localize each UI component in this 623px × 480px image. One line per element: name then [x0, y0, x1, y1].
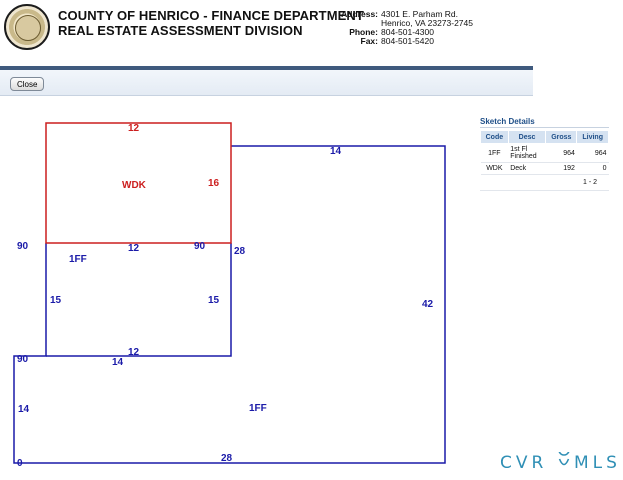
origin-zero: 0 [17, 458, 23, 469]
cell-desc: 1st Fl Finished [508, 143, 546, 163]
toolbar-stripe [0, 66, 533, 70]
cell-desc-line2: Finished [510, 153, 537, 160]
lower-angle-90: 90 [17, 354, 29, 365]
phone-value: 804-501-4300 [381, 27, 434, 37]
lower-dim-14: 14 [112, 357, 124, 368]
close-button[interactable]: Close [10, 77, 45, 91]
cell-code: 1FF [480, 143, 509, 163]
deck-area-label: WDK [122, 180, 147, 191]
deck-right-dim: 16 [208, 178, 220, 189]
table-row[interactable]: 1FF 1st Fl Finished 964 964 [480, 143, 609, 163]
col-gross[interactable]: Gross [545, 130, 578, 144]
first-floor-outline [13, 145, 446, 464]
mid-angle-90: 90 [194, 241, 206, 252]
page-header: COUNTY OF HENRICO - FINANCE DEPARTMENT R… [0, 0, 623, 60]
right-dim-28: 28 [234, 246, 246, 257]
sketch-details-table: Code Desc Gross Living 1FF 1st Fl Finish… [480, 130, 609, 175]
lower-dim-12: 12 [128, 347, 140, 358]
col-desc[interactable]: Desc [507, 130, 547, 144]
col-living[interactable]: Living [576, 130, 609, 144]
table-row[interactable]: WDK Deck 192 0 [480, 162, 609, 175]
map-pin-icon [558, 452, 570, 456]
contact-values: 4301 E. Parham Rd. Henrico, VA 23273-274… [381, 10, 473, 46]
cvrmls-watermark-text-2: MLS [574, 453, 620, 472]
county-seal-logo [4, 4, 50, 50]
bottom-dim-28: 28 [221, 453, 233, 464]
cell-code: WDK [480, 162, 509, 175]
mid-dim-12: 12 [128, 243, 140, 254]
fax-label: Fax: [360, 36, 378, 46]
cell-desc-line1: 1st Fl [510, 146, 528, 153]
cvrmls-watermark-text: CVR [500, 453, 547, 472]
map-pin-tail [558, 458, 570, 466]
left-dim-15: 15 [50, 295, 62, 306]
col-code[interactable]: Code [480, 130, 509, 144]
sketch-details-title: Sketch Details [480, 116, 609, 128]
cell-desc: Deck [508, 162, 546, 175]
left-dim-14: 14 [18, 404, 30, 415]
table-pager[interactable]: 1 - 2 [480, 175, 609, 191]
right-dim-42: 42 [422, 299, 434, 310]
division-title: REAL ESTATE ASSESSMENT DIVISION [58, 23, 303, 38]
address-line1: 4301 E. Parham Rd. [381, 9, 459, 19]
inner-dim-15: 15 [208, 295, 220, 306]
fax-value: 804-501-5420 [381, 36, 434, 46]
left-angle-90: 90 [17, 241, 29, 252]
department-title: COUNTY OF HENRICO - FINANCE DEPARTMENT [58, 8, 364, 23]
cell-living: 0 [576, 162, 609, 175]
first-floor-lower-label: 1FF [249, 403, 267, 414]
deck-top-dim: 12 [128, 123, 140, 134]
first-floor-inner-line [46, 243, 232, 357]
cell-living: 964 [576, 143, 609, 163]
sketch-details-panel: Sketch Details Code Desc Gross Living 1F… [480, 116, 609, 191]
cvrmls-watermark-logo: CVR MLS [500, 452, 620, 472]
top-right-dim: 14 [330, 146, 342, 157]
cell-gross: 192 [545, 162, 577, 175]
first-floor-upper-label: 1FF [69, 254, 87, 265]
cell-gross: 964 [545, 143, 577, 163]
contact-labels: Address: Phone: Fax: [340, 10, 378, 46]
deck-outline [45, 122, 232, 244]
table-header-row: Code Desc Gross Living [480, 130, 609, 144]
toolbar: Close [0, 70, 533, 96]
address-line2: Henrico, VA 23273-2745 [381, 18, 473, 28]
phone-label: Phone: [349, 27, 378, 37]
address-label: Address: [341, 9, 378, 19]
